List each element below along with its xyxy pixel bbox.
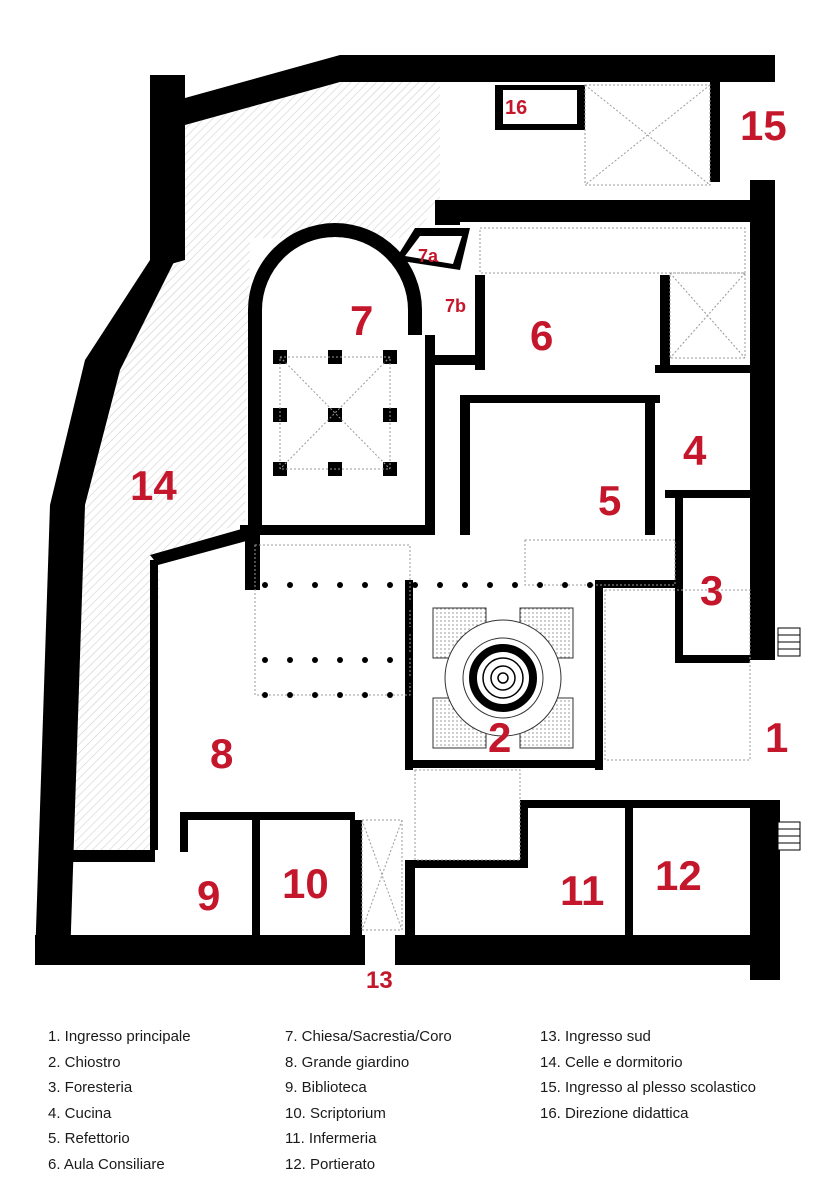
room-label-8: 8	[210, 730, 233, 777]
room-label-5: 5	[598, 477, 621, 524]
legend-item: 8. Grande giardino	[285, 1053, 410, 1071]
outer-walls	[35, 55, 780, 980]
room-label-16: 16	[505, 97, 527, 119]
legend-item: 14. Celle e dormitorio	[540, 1053, 683, 1071]
legend-item: 2. Chiostro	[48, 1053, 121, 1071]
legend-item: 9. Biblioteca	[285, 1079, 367, 1097]
room-label-7: 7	[350, 297, 373, 344]
room-labels: 1 2 3 4 5 6 7 7a 7b 8 9 10 11 12 13 14 1…	[130, 97, 788, 994]
vault-lines	[254, 84, 751, 931]
entrance-stairs	[777, 627, 801, 851]
room-label-14: 14	[130, 462, 177, 509]
legend-item: 16. Direzione didattica	[540, 1104, 689, 1122]
room-label-4: 4	[683, 427, 707, 474]
legend-item: 11. Infermeria	[285, 1130, 377, 1148]
legend-column-1: 1. Ingresso principale 2. Chiostro 3. Fo…	[48, 1024, 191, 1178]
room-label-11: 11	[560, 867, 604, 914]
legend-item: 13. Ingresso sud	[540, 1028, 651, 1045]
room-label-13: 13	[366, 967, 393, 994]
room-label-3: 3	[700, 567, 723, 614]
room-label-6: 6	[530, 312, 553, 359]
legend-item: 1. Ingresso principale	[48, 1028, 191, 1045]
room-label-1: 1	[765, 714, 788, 761]
legend-item: 12. Portierato	[285, 1155, 376, 1173]
room-label-2: 2	[488, 714, 511, 761]
legend-item: 7. Chiesa/Sacrestia/Coro	[285, 1028, 452, 1045]
legend-item: 6. Aula Consiliare	[48, 1155, 165, 1173]
legend-column-3: 13. Ingresso sud 14. Celle e dormitorio …	[540, 1024, 756, 1126]
floor-plan: 1 2 3 4 5 6 7 7a 7b 8 9 10 11 12 13 14 1…	[35, 55, 801, 994]
legend-column-2: 7. Chiesa/Sacrestia/Coro 8. Grande giard…	[285, 1024, 452, 1178]
room-label-7a: 7a	[418, 246, 439, 266]
room-label-9: 9	[197, 872, 220, 919]
arcade-columns	[262, 582, 601, 768]
room-label-15: 15	[740, 102, 787, 149]
cloister-garden	[432, 607, 574, 749]
legend-item: 3. Foresteria	[48, 1079, 133, 1097]
legend-item: 15. Ingresso al plesso scolastico	[540, 1079, 756, 1097]
legend-item: 5. Refettorio	[48, 1130, 130, 1148]
room-label-10: 10	[282, 860, 329, 907]
legend-item: 4. Cucina	[48, 1104, 112, 1122]
room-label-7b: 7b	[445, 296, 466, 316]
room-label-12: 12	[655, 852, 702, 899]
legend: 1. Ingresso principale 2. Chiostro 3. Fo…	[0, 1024, 840, 1194]
legend-item: 10. Scriptorium	[285, 1104, 386, 1122]
